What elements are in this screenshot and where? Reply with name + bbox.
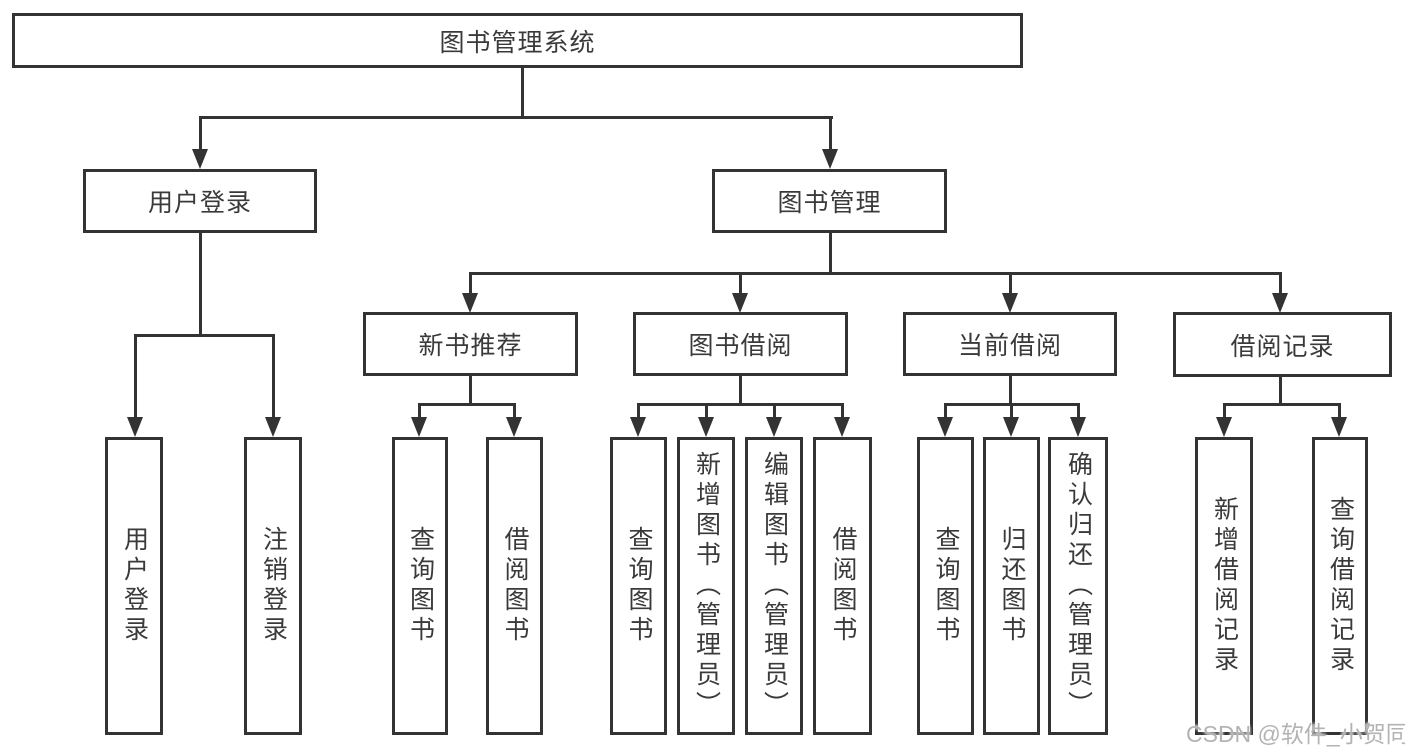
- connector-line: [1010, 403, 1013, 419]
- connector-line: [841, 403, 844, 419]
- connector-line: [1223, 403, 1226, 419]
- node-new-books: 新书推荐: [363, 312, 578, 376]
- connector-line: [1077, 403, 1080, 419]
- connector-line: [418, 403, 421, 419]
- arrow-down-icon: [462, 293, 478, 313]
- leaf-confirm-return-admin: 确认归还（管理员）: [1048, 437, 1108, 735]
- leaf-query-borrow-record: 查询借阅记录: [1312, 437, 1368, 735]
- connector-line: [1009, 376, 1012, 406]
- arrow-down-icon: [834, 417, 850, 437]
- arrow-down-icon: [192, 149, 208, 169]
- leaf-return-books: 归还图书: [983, 437, 1040, 735]
- node-root: 图书管理系统: [12, 13, 1023, 68]
- connector-line: [513, 403, 516, 419]
- node-book-mgmt: 图书管理: [712, 169, 947, 233]
- node-label: 借阅记录: [1230, 332, 1335, 361]
- leaf-add-borrow-record: 新增借阅记录: [1195, 437, 1253, 735]
- arrow-down-icon: [1272, 293, 1288, 313]
- arrow-down-icon: [732, 293, 748, 313]
- node-label: 图书借阅: [688, 332, 793, 360]
- connector-line: [1338, 403, 1341, 419]
- leaf-edit-books-admin: 编辑图书（管理员）: [745, 437, 803, 735]
- arrow-down-icon: [506, 417, 522, 437]
- leaf-logout: 注销登录: [244, 437, 302, 735]
- node-label: 图书管理系统: [439, 28, 596, 57]
- node-label: 注销登录: [259, 526, 288, 646]
- node-label: 归还图书: [998, 526, 1026, 646]
- connector-line: [134, 334, 137, 418]
- connector-line: [199, 233, 202, 337]
- watermark-text: CSDN @软件_小贺同学: [1186, 721, 1405, 747]
- arrow-down-icon: [937, 417, 953, 437]
- connector-line: [469, 272, 1282, 275]
- leaf-add-books-admin: 新增图书（管理员）: [677, 437, 735, 735]
- arrow-down-icon: [127, 417, 143, 437]
- node-label: 编辑图书（管理员）: [760, 451, 789, 721]
- leaf-borrow-books-2: 借阅图书: [813, 437, 872, 735]
- node-label: 图书管理: [777, 189, 882, 217]
- node-current: 当前借阅: [903, 312, 1117, 376]
- connector-line: [469, 272, 472, 295]
- node-label: 查询图书: [625, 526, 653, 646]
- node-label: 用户登录: [120, 526, 149, 646]
- node-label: 查询图书: [932, 526, 960, 646]
- node-records: 借阅记录: [1173, 312, 1392, 377]
- arrow-down-icon: [766, 417, 782, 437]
- leaf-query-books-3: 查询图书: [917, 437, 974, 735]
- node-label: 新书推荐: [418, 332, 523, 360]
- connector-line: [199, 116, 202, 151]
- arrow-down-icon: [1331, 417, 1347, 437]
- arrow-down-icon: [265, 417, 281, 437]
- connector-line: [272, 334, 275, 418]
- node-borrow: 图书借阅: [633, 312, 848, 376]
- node-user-login: 用户登录: [83, 169, 317, 233]
- leaf-user-login: 用户登录: [105, 437, 163, 735]
- connector-line: [1223, 403, 1341, 406]
- node-label: 新增借阅记录: [1210, 496, 1239, 676]
- connector-line: [829, 116, 832, 151]
- arrow-down-icon: [698, 417, 714, 437]
- connector-line: [521, 68, 524, 118]
- connector-line: [739, 376, 742, 406]
- node-label: 查询图书: [406, 526, 435, 646]
- connector-line: [637, 403, 640, 419]
- node-label: 当前借阅: [957, 332, 1062, 360]
- connector-line: [829, 233, 832, 275]
- connector-line: [773, 403, 776, 419]
- arrow-down-icon: [1003, 417, 1019, 437]
- arrow-down-icon: [630, 417, 646, 437]
- node-label: 借阅图书: [501, 526, 529, 646]
- leaf-query-books-2: 查询图书: [610, 437, 667, 735]
- connector-line: [1279, 377, 1282, 406]
- connector-line: [1279, 272, 1282, 295]
- connector-line: [637, 403, 844, 406]
- leaf-borrow-books-1: 借阅图书: [486, 437, 543, 735]
- arrow-down-icon: [1216, 417, 1232, 437]
- connector-line: [944, 403, 947, 419]
- node-label: 新增图书（管理员）: [692, 451, 721, 721]
- arrow-down-icon: [1070, 417, 1086, 437]
- leaf-query-books-1: 查询图书: [392, 437, 448, 735]
- node-label: 确认归还（管理员）: [1064, 451, 1093, 721]
- arrow-down-icon: [1002, 293, 1018, 313]
- connector-line: [739, 272, 742, 295]
- connector-line: [1009, 272, 1012, 295]
- connector-line: [418, 403, 516, 406]
- node-label: 查询借阅记录: [1326, 496, 1355, 676]
- connector-line: [705, 403, 708, 419]
- connector-line: [469, 376, 472, 406]
- node-label: 借阅图书: [829, 526, 857, 646]
- connector-line: [134, 334, 275, 337]
- arrow-down-icon: [411, 417, 427, 437]
- connector-line: [199, 116, 833, 119]
- node-label: 用户登录: [147, 189, 252, 217]
- arrow-down-icon: [822, 149, 838, 169]
